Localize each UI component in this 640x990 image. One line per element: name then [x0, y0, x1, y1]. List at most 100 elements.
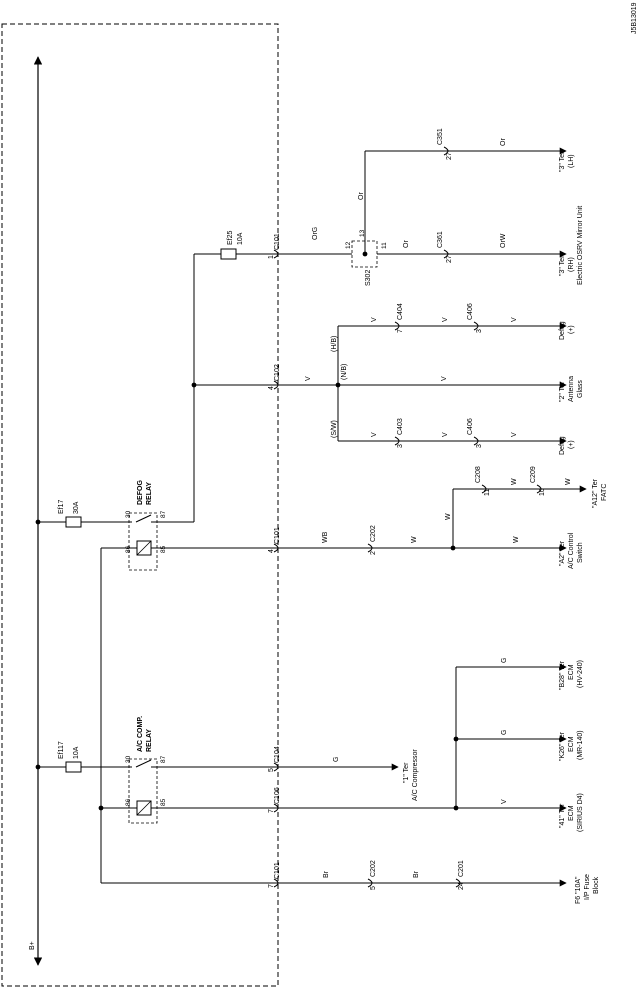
conn-c351-name: C351 [437, 128, 444, 145]
wire-w5-label: W [565, 478, 572, 485]
conn-c202-a-name: C202 [370, 525, 377, 542]
conn-c404 [394, 321, 400, 331]
conn-c208 [481, 484, 487, 494]
term-ac-switch-ter: "A2" Ter [559, 540, 566, 566]
defog-relay-pin-85: 85 [160, 545, 167, 553]
term-fuse-f6-ter: F6 "10A" [575, 876, 582, 904]
wire-sw-label: (S/W) [331, 420, 338, 438]
splice-s302-pin-b: 13 [359, 229, 366, 237]
fuse-ef17 [65, 516, 82, 528]
ac-relay-box [128, 758, 158, 824]
fuse-ef117-name: Ef117 [58, 741, 65, 759]
term-fatc-ter: "A12" Ter [592, 478, 599, 508]
term-defog-bot-sub: (+) [568, 440, 575, 449]
conn-c201 [455, 878, 461, 888]
conn-c208-name: C208 [475, 466, 482, 483]
conn-c406-bot [473, 436, 479, 446]
term-defog-top-ter: Defog [559, 321, 566, 340]
conn-c209-name: C209 [530, 466, 537, 483]
defog-relay-pin-30: 30 [125, 510, 132, 518]
fuse-ef117 [65, 761, 82, 773]
conn-c202-b [367, 878, 373, 888]
fuse-ef117-rating: 10A [73, 746, 80, 759]
term-osrv-lh-ter: "3" Ter [559, 151, 566, 172]
wire-v-main-label-2: V [441, 376, 448, 381]
fuse-ef25-rating: 10A [237, 232, 244, 245]
conn-c404-pin: 7 [397, 329, 404, 333]
defog-relay-title-1: DEFOG [137, 480, 144, 505]
conn-c104-name: C104 [274, 746, 281, 763]
term-ecm-41-ter: "41" Ter [559, 803, 566, 828]
defog-relay-coil-diag [136, 540, 152, 556]
ac-relay-pin-30: 30 [125, 755, 132, 763]
wire-w1-label: W [411, 536, 418, 543]
wire-orw-label: OrW [500, 233, 507, 248]
ac-relay-coil-diag [136, 800, 152, 816]
wire-org-label: OrG [312, 227, 319, 240]
conn-c102-pin: 4 [268, 386, 275, 390]
term-antenna-extra: Glass [577, 380, 584, 398]
term-ecm-41-sub: ECM [568, 805, 575, 821]
fuse-ef17-name: Ef17 [58, 499, 65, 514]
splice-s302-pin-c: 11 [381, 242, 388, 249]
ac-relay-title-1: A/C COMP. [137, 716, 144, 752]
wire-v-defog-bot-label-1: V [371, 432, 378, 437]
conn-c406-top-pin: 3 [476, 329, 483, 333]
term-ecm-b28-extra: (HV-240) [577, 660, 584, 688]
conn-c406-top [473, 321, 479, 331]
term-ecm-41-extra: (SIRIUS D4) [577, 793, 584, 832]
term-fuse-f6-extra: Block [593, 876, 600, 894]
defog-relay-pin-87: 87 [160, 510, 167, 518]
wire-g3-label: G [501, 730, 508, 735]
wire-w3-label: W [445, 513, 452, 520]
term-ecm-k26-sub: ECM [568, 736, 575, 752]
conn-c361-pin: 27 [446, 255, 453, 263]
fuse-ef17-rating: 30A [73, 501, 80, 514]
wire-br1-label: Br [323, 870, 330, 878]
term-antenna-sub: Antenna [568, 376, 575, 402]
term-osrv-lh-sub: (LH) [568, 154, 575, 168]
defog-relay-pin-86: 86 [125, 545, 132, 553]
conn-c406-top-name: C406 [467, 303, 474, 320]
ac-relay-pin-86: 86 [125, 798, 132, 806]
term-ecm-b28-sub: ECM [568, 664, 575, 680]
term-ac-comp-ter: "1" Ter [403, 762, 410, 783]
wire-or-lh-label: Or [500, 138, 507, 146]
conn-c106-name: C106 [274, 787, 281, 804]
conn-c101-ef25-name: C101 [274, 233, 281, 250]
term-ecm-k26-ter: "K26" Ter [559, 731, 566, 761]
wire-nb-label: (N/B) [341, 364, 348, 380]
conn-c106-pin: 7 [268, 809, 275, 813]
fuse-ef25-name: Ef25 [227, 230, 234, 245]
conn-c202-b-name: C202 [370, 860, 377, 877]
conn-c101-bottom-pin: 7 [268, 884, 275, 888]
conn-c201-name: C201 [458, 860, 465, 877]
conn-c101-ef25-pin: 1 [268, 255, 275, 259]
wire-wb-label: WB [322, 531, 329, 543]
conn-c361 [443, 249, 449, 259]
wire-g2-label: G [501, 658, 508, 663]
wire-w2-label: W [513, 536, 520, 543]
term-ecm-k26-extra: (MR-140) [577, 730, 584, 760]
conn-c403-pin: 3 [397, 444, 404, 448]
term-ac-comp-sub: A/C Compressor [412, 749, 419, 801]
ac-relay-pin-85: 85 [160, 798, 167, 806]
term-osrv-rh-sub: (RH) [568, 257, 575, 272]
wire-v-defog-bot-label-2: V [442, 432, 449, 437]
term-defog-top-sub: (+) [568, 325, 575, 334]
conn-c209-pin: 10 [539, 488, 546, 496]
conn-c403 [394, 436, 400, 446]
b-plus-label: B+ [29, 941, 36, 950]
fuse-box-boundary [1, 23, 279, 987]
conn-c406-bot-pin: 3 [476, 444, 483, 448]
conn-c351 [443, 146, 449, 156]
term-fuse-f6-sub: I/P Fuse [584, 874, 591, 900]
conn-c406-bot-name: C406 [467, 418, 474, 435]
conn-c351-pin: 27 [446, 152, 453, 160]
wire-v-main-label-1: V [305, 376, 312, 381]
wire-g1-label: G [333, 757, 340, 762]
ac-relay-pin-87: 87 [160, 755, 167, 763]
wire-br2-label: Br [413, 870, 420, 878]
term-ecm-b28-ter: "B28" Ter [559, 660, 566, 690]
